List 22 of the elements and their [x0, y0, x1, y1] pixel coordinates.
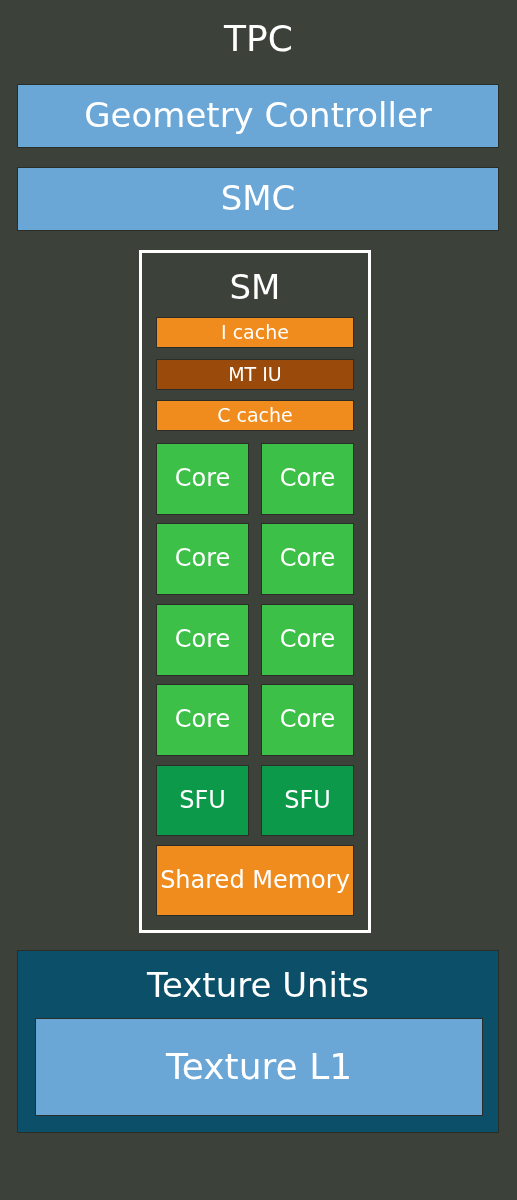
- panel-heading: SM: [228, 267, 282, 307]
- core-block: Core: [156, 443, 249, 515]
- cache-block: I cache: [156, 317, 354, 348]
- sfu-block: SFU: [261, 765, 354, 836]
- core-block: Core: [156, 684, 249, 756]
- cache-block: C cache: [156, 400, 354, 431]
- sm-panel: [139, 250, 371, 933]
- core-block: Core: [156, 523, 249, 595]
- unit-block: MT IU: [156, 359, 354, 390]
- controller-block: Geometry Controller: [17, 84, 499, 148]
- sfu-block: SFU: [156, 765, 249, 836]
- panel-heading: Texture Units: [145, 965, 371, 1005]
- core-block: Core: [261, 604, 354, 676]
- panel-heading: TPC: [223, 18, 294, 59]
- core-block: Core: [261, 684, 354, 756]
- memory-block: Shared Memory: [156, 845, 354, 916]
- cache-block: Texture L1: [35, 1018, 483, 1116]
- core-block: Core: [261, 443, 354, 515]
- controller-block: SMC: [17, 167, 499, 231]
- texture-units-panel: [17, 950, 499, 1133]
- core-block: Core: [261, 523, 354, 595]
- core-block: Core: [156, 604, 249, 676]
